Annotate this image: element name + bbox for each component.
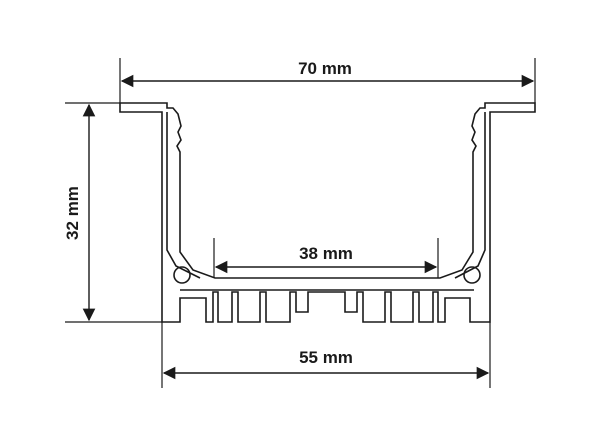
label-base-width: 55 mm	[299, 348, 353, 367]
profile-cross-section	[119, 102, 536, 323]
label-inner-width: 38 mm	[299, 244, 353, 263]
profile-inner-wall-left	[166, 112, 201, 279]
label-overall-width: 70 mm	[298, 59, 352, 78]
dimension-labels: 70 mm 38 mm 55 mm 32 mm	[63, 59, 353, 367]
dimension-lines	[82, 74, 535, 380]
screw-channel-left	[173, 266, 191, 284]
profile-outer-contour	[119, 102, 536, 323]
profile-inner-wall-right	[454, 112, 486, 279]
extension-lines	[65, 58, 536, 388]
label-height: 32 mm	[63, 186, 82, 240]
screw-channel-right	[463, 266, 481, 284]
